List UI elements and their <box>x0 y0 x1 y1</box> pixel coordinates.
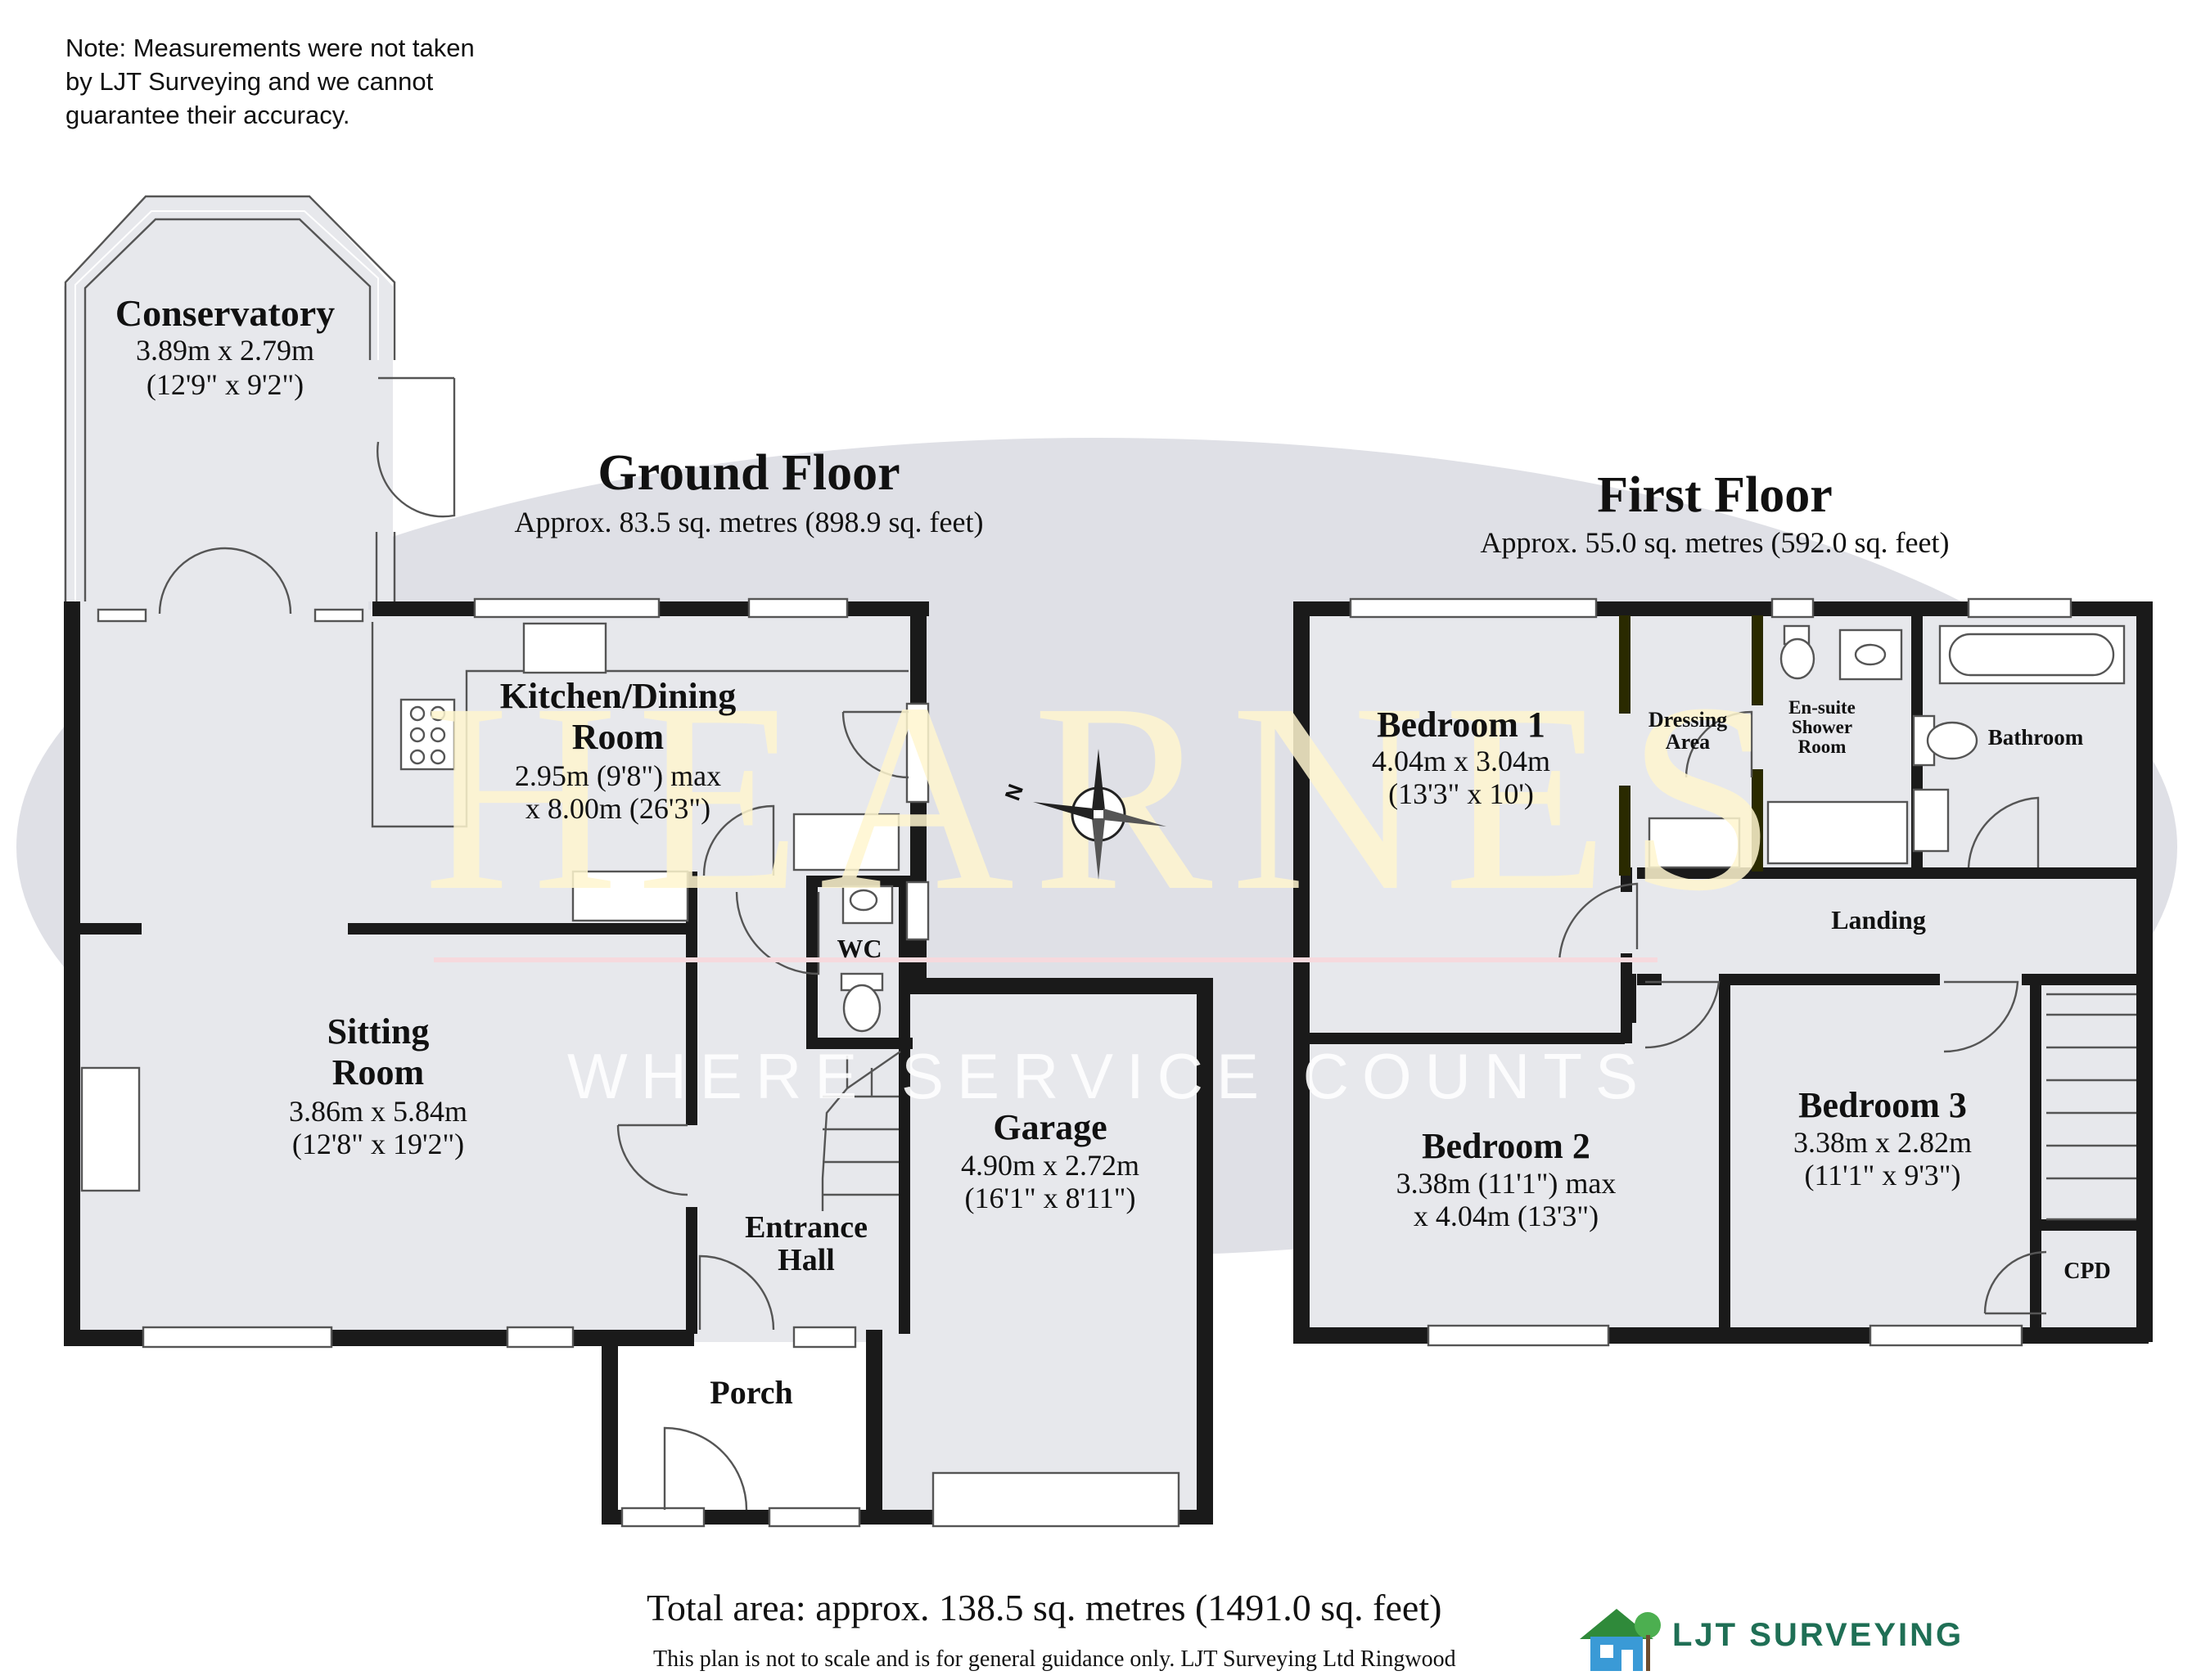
first-floor-title: First Floor <box>1597 467 1833 523</box>
ljt-surveying-logo: LJT SURVEYING <box>1576 1602 2001 1676</box>
bedroom1-name: Bedroom 1 <box>1377 705 1545 745</box>
dressing-name-2: Area <box>1666 730 1710 754</box>
measurement-note: Note: Measurements were not taken by LJT… <box>65 34 475 129</box>
bedroom1-dim-m: 4.04m x 3.04m <box>1372 745 1550 777</box>
conservatory-dim-m: 3.89m x 2.79m <box>136 334 314 367</box>
conservatory-name: Conservatory <box>115 292 335 334</box>
entrance-name-2: Hall <box>778 1243 835 1277</box>
bedroom3-dim-m: 3.38m x 2.82m <box>1793 1126 1972 1159</box>
entrance-name-1: Entrance <box>745 1210 868 1245</box>
ensuite-name-2: Shower <box>1792 717 1852 737</box>
total-area: Total area: approx. 138.5 sq. metres (14… <box>647 1587 1442 1628</box>
kitchen-name-1: Kitchen/Dining <box>500 676 737 716</box>
house-icon <box>1580 1609 1661 1671</box>
sitting-dim-ft: (12'8" x 19'2") <box>292 1128 464 1160</box>
sitting-dim-m: 3.86m x 5.84m <box>289 1095 467 1128</box>
landing-name: Landing <box>1831 905 1926 935</box>
dressing-name-1: Dressing <box>1648 708 1727 732</box>
ensuite-name-1: En-suite <box>1788 697 1856 718</box>
bedroom3-dim-ft: (11'1" x 9'3") <box>1804 1159 1960 1191</box>
bedroom1-dim-ft: (13'3" x 10') <box>1388 777 1534 810</box>
conservatory-dim-ft: (12'9" x 9'2") <box>147 368 304 401</box>
garage-name: Garage <box>993 1107 1107 1147</box>
first-floor-area: Approx. 55.0 sq. metres (592.0 sq. feet) <box>1481 526 1950 559</box>
cpd-name: CPD <box>2063 1259 2111 1284</box>
plan-disclaimer: This plan is not to scale and is for gen… <box>653 1646 1456 1672</box>
logo-text: LJT SURVEYING <box>1672 1617 1964 1653</box>
first-floor <box>1293 597 2153 1347</box>
compass-icon <box>1033 749 1166 880</box>
ground-floor-area: Approx. 83.5 sq. metres (898.9 sq. feet) <box>515 506 984 538</box>
bedroom2-dim-ft: x 4.04m (13'3") <box>1414 1200 1599 1232</box>
kitchen-dim-m: 2.95m (9'8") max <box>515 759 721 792</box>
bedroom2-dim-m: 3.38m (11'1") max <box>1396 1167 1617 1200</box>
wc-name: WC <box>837 934 882 963</box>
watermark-rule <box>434 957 1658 962</box>
ground-floor <box>64 195 1213 1528</box>
ground-floor-title: Ground Floor <box>598 445 900 501</box>
garage-dim-ft: (16'1" x 8'11") <box>964 1182 1135 1214</box>
bedroom2-name: Bedroom 2 <box>1422 1126 1590 1166</box>
kitchen-dim-ft: x 8.00m (26'3") <box>525 792 710 825</box>
sitting-name-1: Sitting <box>327 1011 430 1052</box>
ensuite-name-3: Room <box>1798 736 1847 757</box>
bathroom-name: Bathroom <box>1988 725 2084 750</box>
sitting-name-2: Room <box>332 1052 424 1092</box>
garage-dim-m: 4.90m x 2.72m <box>961 1149 1139 1182</box>
kitchen-name-2: Room <box>572 717 664 757</box>
watermark-slogan: WHERE SERVICE COUNTS <box>567 1040 1651 1112</box>
porch-name: Porch <box>710 1374 792 1411</box>
bedroom3-name: Bedroom 3 <box>1798 1085 1967 1125</box>
